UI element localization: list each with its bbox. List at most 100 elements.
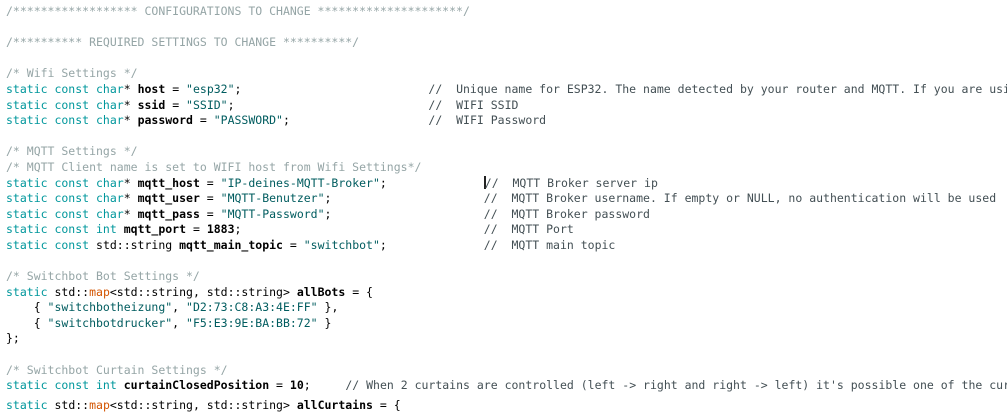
code-token [290,113,428,127]
code-token: "MQTT-Benutzer" [220,191,325,206]
code-token: map [89,284,110,299]
code-token: = [269,378,290,393]
code-token: mqtt_host [137,175,200,190]
code-token: /* Wifi Settings */ [6,66,138,81]
code-token: // MQTT Broker password [483,206,650,221]
code-token: static const char [6,97,124,112]
code-token [241,82,428,96]
code-line-23[interactable] [6,347,1007,363]
code-token: "switchbotdrucker" [47,315,173,330]
code-line-3[interactable]: /********** REQUIRED SETTINGS TO CHANGE … [6,35,1007,51]
code-token: static const [6,237,90,252]
code-token: mqtt_pass [137,206,200,221]
code-token: * [123,191,138,206]
code-line-16[interactable]: static const std::string mqtt_main_topic… [6,238,1007,254]
code-token: static const int [6,378,117,393]
code-line-21[interactable]: { "switchbotdrucker", "F5:E3:9E:BA:BB:72… [6,316,1007,332]
code-line-2[interactable] [6,20,1007,36]
code-line-20[interactable]: { "switchbotheizung", "D2:73:C8:A3:4E:FF… [6,300,1007,316]
code-token: "IP-deines-MQTT-Broker" [220,175,380,190]
code-token: host [137,81,166,96]
code-token: std:: [47,284,90,299]
code-line-9[interactable] [6,129,1007,145]
code-token: , [172,315,187,330]
code-line-10[interactable]: /* MQTT Settings */ [6,144,1007,160]
code-token: = { [345,284,373,299]
code-token: static const int [6,222,117,237]
code-line-1[interactable]: /****************** CONFIGURATIONS TO CH… [6,4,1007,20]
code-line-7[interactable]: static const char* ssid = "SSID"; // WIF… [6,98,1007,114]
code-line-14[interactable]: static const char* mqtt_pass = "MQTT-Pas… [6,207,1007,223]
code-token: ; [379,237,387,252]
code-token: 1883 [206,222,235,237]
code-line-17[interactable] [6,254,1007,270]
code-token: * [123,175,138,190]
code-token: /* Switchbot Bot Settings */ [6,269,200,284]
code-token: /********** REQUIRED SETTINGS TO CHANGE … [6,35,360,50]
code-token: }, [317,300,339,315]
code-line-4[interactable] [6,51,1007,67]
code-token: static const char [6,175,124,190]
code-token [331,191,483,205]
code-line-18[interactable]: /* Switchbot Bot Settings */ [6,269,1007,285]
code-token: ; [324,206,332,221]
code-token: ; [234,222,242,237]
code-token: ; [227,97,235,112]
code-token: = [199,206,221,221]
code-line-22[interactable]: }; [6,331,1007,347]
code-token: // MQTT Broker server ip [484,175,658,190]
code-token: ; [303,378,311,393]
code-token: ; [282,113,290,128]
code-token: // WIFI Password [428,113,547,128]
code-token: = [186,222,207,237]
code-line-5[interactable]: /* Wifi Settings */ [6,66,1007,82]
code-token: { [6,300,48,315]
code-line-13[interactable]: static const char* mqtt_user = "MQTT-Ben… [6,191,1007,207]
code-line-24[interactable]: /* Switchbot Curtain Settings */ [6,363,1007,379]
code-token [311,378,346,392]
code-token: = { [372,397,401,412]
code-token: }; [6,331,20,346]
code-token [117,222,124,236]
code-token: /****************** CONFIGURATIONS TO CH… [6,4,470,18]
code-token: ; [324,191,332,206]
code-line-8[interactable]: static const char* password = "PASSWORD"… [6,113,1007,129]
code-token: password [137,113,193,128]
code-token: = [192,113,214,128]
code-token: = [165,97,187,112]
code-token: "F5:E3:9E:BA:BB:72" [186,315,318,330]
code-token: static [6,397,48,412]
code-token: // WIFI SSID [428,97,519,112]
code-token: curtainClosedPosition [123,378,270,393]
code-token [117,378,124,392]
code-token: = [282,237,304,252]
code-token: /* MQTT Client name is set to WIFI host … [6,159,422,174]
code-token: std:: [47,397,90,412]
code-token: <std::string, std::string> [109,397,297,412]
code-line-25[interactable]: static const int curtainClosedPosition =… [6,378,1007,394]
code-token: "switchbotheizung" [47,300,173,315]
code-token: allCurtains [296,397,373,412]
code-token [235,98,429,112]
code-line-6[interactable]: static const char* host = "esp32"; // Un… [6,82,1007,98]
code-line-15[interactable]: static const int mqtt_port = 1883; // MQ… [6,222,1007,238]
code-token: static [6,284,48,299]
code-token: <std::string, std::string> [109,284,297,299]
code-line-11[interactable]: /* MQTT Client name is set to WIFI host … [6,160,1007,176]
code-token: /* Switchbot Curtain Settings */ [6,362,228,377]
code-token: static const char [6,81,124,96]
code-line-19[interactable]: static std::map<std::string, std::string… [6,285,1007,301]
code-token: // MQTT Broker username. If empty or NUL… [483,191,997,206]
code-token: ; [379,175,387,190]
code-token: "PASSWORD" [213,113,283,128]
code-token: * [123,97,138,112]
code-token: ; [234,81,242,96]
code-token: /* MQTT Settings */ [6,144,138,159]
code-line-26[interactable]: static std::map<std::string, std::string… [6,398,1007,413]
code-token: * [123,206,138,221]
code-token [331,207,483,221]
code-line-12[interactable]: static const char* mqtt_host = "IP-deine… [6,175,1007,192]
code-token: 10 [289,378,304,393]
code-token: = [165,81,187,96]
